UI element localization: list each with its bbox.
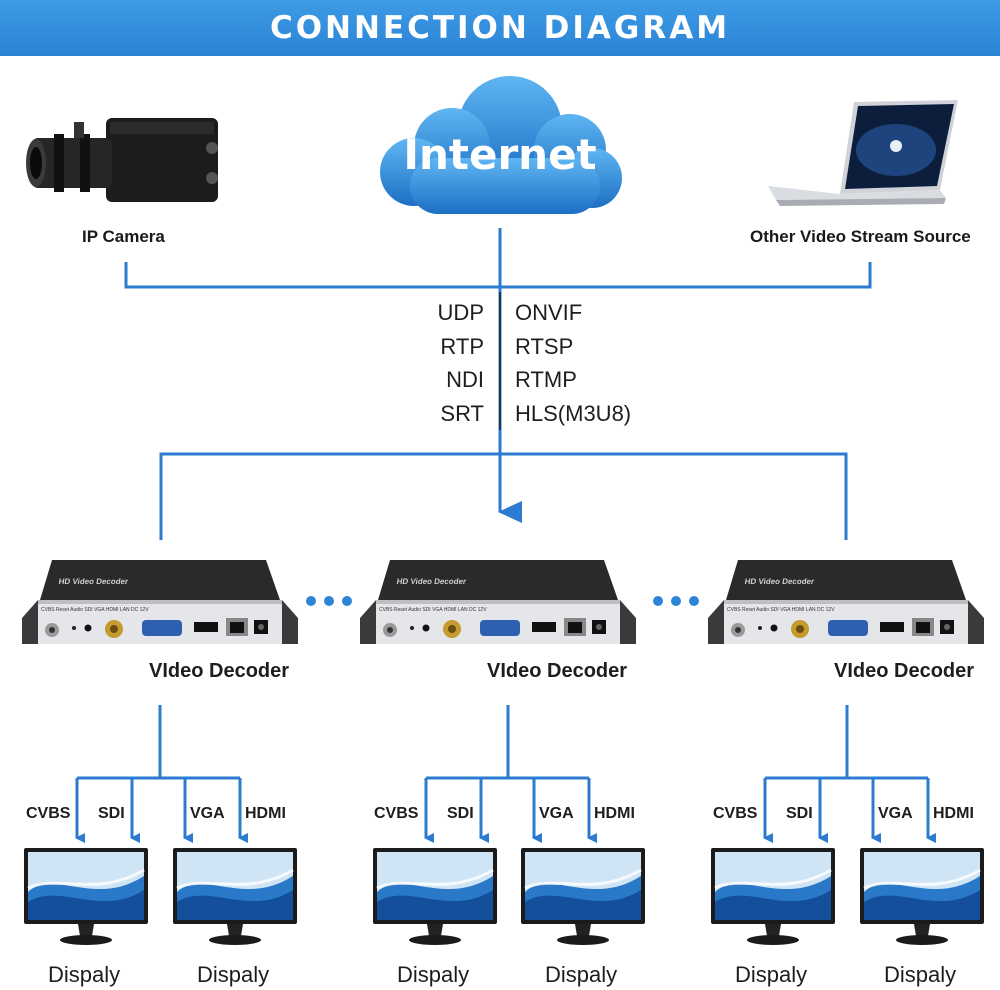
source-bus-line	[124, 262, 872, 289]
decoder-bus-line	[159, 452, 848, 540]
monitor-icon	[173, 848, 297, 945]
diagram-title: CONNECTION DIAGRAM	[269, 10, 731, 46]
output-hdmi-1: HDMI	[245, 805, 286, 822]
monitor-icon	[24, 848, 148, 945]
laptop-icon	[768, 100, 958, 206]
decoder-device-1: HD Video Decoder CVBS Reset Audio SDI VG…	[22, 558, 298, 653]
decoder-device-icon: HD Video Decoder CVBS Reset Audio SDI VG…	[22, 560, 298, 644]
decoder-label-2: VIdeo Decoder	[487, 660, 628, 682]
header-banner: CONNECTION DIAGRAM	[0, 0, 1000, 56]
protocol-hls: HLS(M3U8)	[515, 401, 632, 426]
other-source-label: Other Video Stream Source	[750, 227, 971, 246]
output-vga-3: VGA	[878, 805, 913, 822]
internet-label: Internet	[403, 130, 597, 179]
display-monitor-2	[173, 848, 297, 951]
display-monitor-4	[521, 848, 645, 951]
more-devices-dots	[306, 596, 699, 606]
decoder-label-3: VIdeo Decoder	[834, 660, 975, 682]
monitor-icon	[860, 848, 984, 945]
svg-text:HD Video Decoder: HD Video Decoder	[396, 577, 467, 586]
svg-text:CVBS Reset Audio SDI: CVBS Reset Audio SDI VGA HDMI LAN DC 12V	[379, 607, 487, 613]
output-vga-1: VGA	[190, 805, 225, 822]
output-sdi-1: SDI	[98, 805, 125, 822]
decoder-device-icon: HD Video Decoder CVBS Reset Audio SDI VG…	[708, 560, 984, 644]
monitor-icon	[711, 848, 835, 945]
svg-text:HD Video Decoder: HD Video Decoder	[58, 577, 129, 586]
ip-camera-icon	[26, 118, 218, 202]
protocol-onvif: ONVIF	[515, 300, 583, 325]
display-label-2: Dispaly	[197, 962, 270, 987]
output-hdmi-2: HDMI	[594, 805, 635, 822]
display-label-4: Dispaly	[545, 962, 618, 987]
display-label-3: Dispaly	[397, 962, 470, 987]
protocol-rtmp: RTMP	[515, 367, 577, 392]
display-monitor-5	[711, 848, 835, 951]
protocol-udp: UDP	[437, 300, 484, 325]
protocol-srt: SRT	[440, 401, 484, 426]
output-sdi-2: SDI	[447, 805, 474, 822]
ip-camera-label: IP Camera	[82, 227, 165, 246]
monitor-icon	[521, 848, 645, 945]
output-sdi-3: SDI	[786, 805, 813, 822]
svg-text:HD Video Decoder: HD Video Decoder	[744, 577, 815, 586]
display-monitor-6	[860, 848, 984, 951]
output-hdmi-3: HDMI	[933, 805, 974, 822]
output-cvbs-2: CVBS	[374, 805, 419, 822]
display-monitor-3	[373, 848, 497, 951]
protocol-rtp: RTP	[440, 334, 484, 359]
output-cvbs-3: CVBS	[713, 805, 758, 822]
internet-cloud-icon	[380, 76, 622, 214]
display-label-5: Dispaly	[735, 962, 808, 987]
svg-text:CVBS Reset Audio SDI: CVBS Reset Audio SDI VGA HDMI LAN DC 12V	[727, 607, 835, 613]
decoder-label-1: VIdeo Decoder	[149, 660, 290, 682]
output-vga-2: VGA	[539, 805, 574, 822]
display-label-1: Dispaly	[48, 962, 121, 987]
display-label-6: Dispaly	[884, 962, 957, 987]
decoder-device-icon: HD Video Decoder CVBS Reset Audio SDI VG…	[360, 560, 636, 644]
display-monitor-1	[24, 848, 148, 951]
protocol-rtsp: RTSP	[515, 334, 574, 359]
output-cvbs-1: CVBS	[26, 805, 71, 822]
monitor-icon	[373, 848, 497, 945]
decoder-device-2: HD Video Decoder CVBS Reset Audio SDI VG…	[360, 558, 636, 653]
svg-text:CVBS Reset Audio SDI: CVBS Reset Audio SDI VGA HDMI LAN DC 12V	[41, 607, 149, 613]
protocol-ndi: NDI	[446, 367, 484, 392]
decoder-device-3: HD Video Decoder CVBS Reset Audio SDI VG…	[708, 558, 984, 653]
